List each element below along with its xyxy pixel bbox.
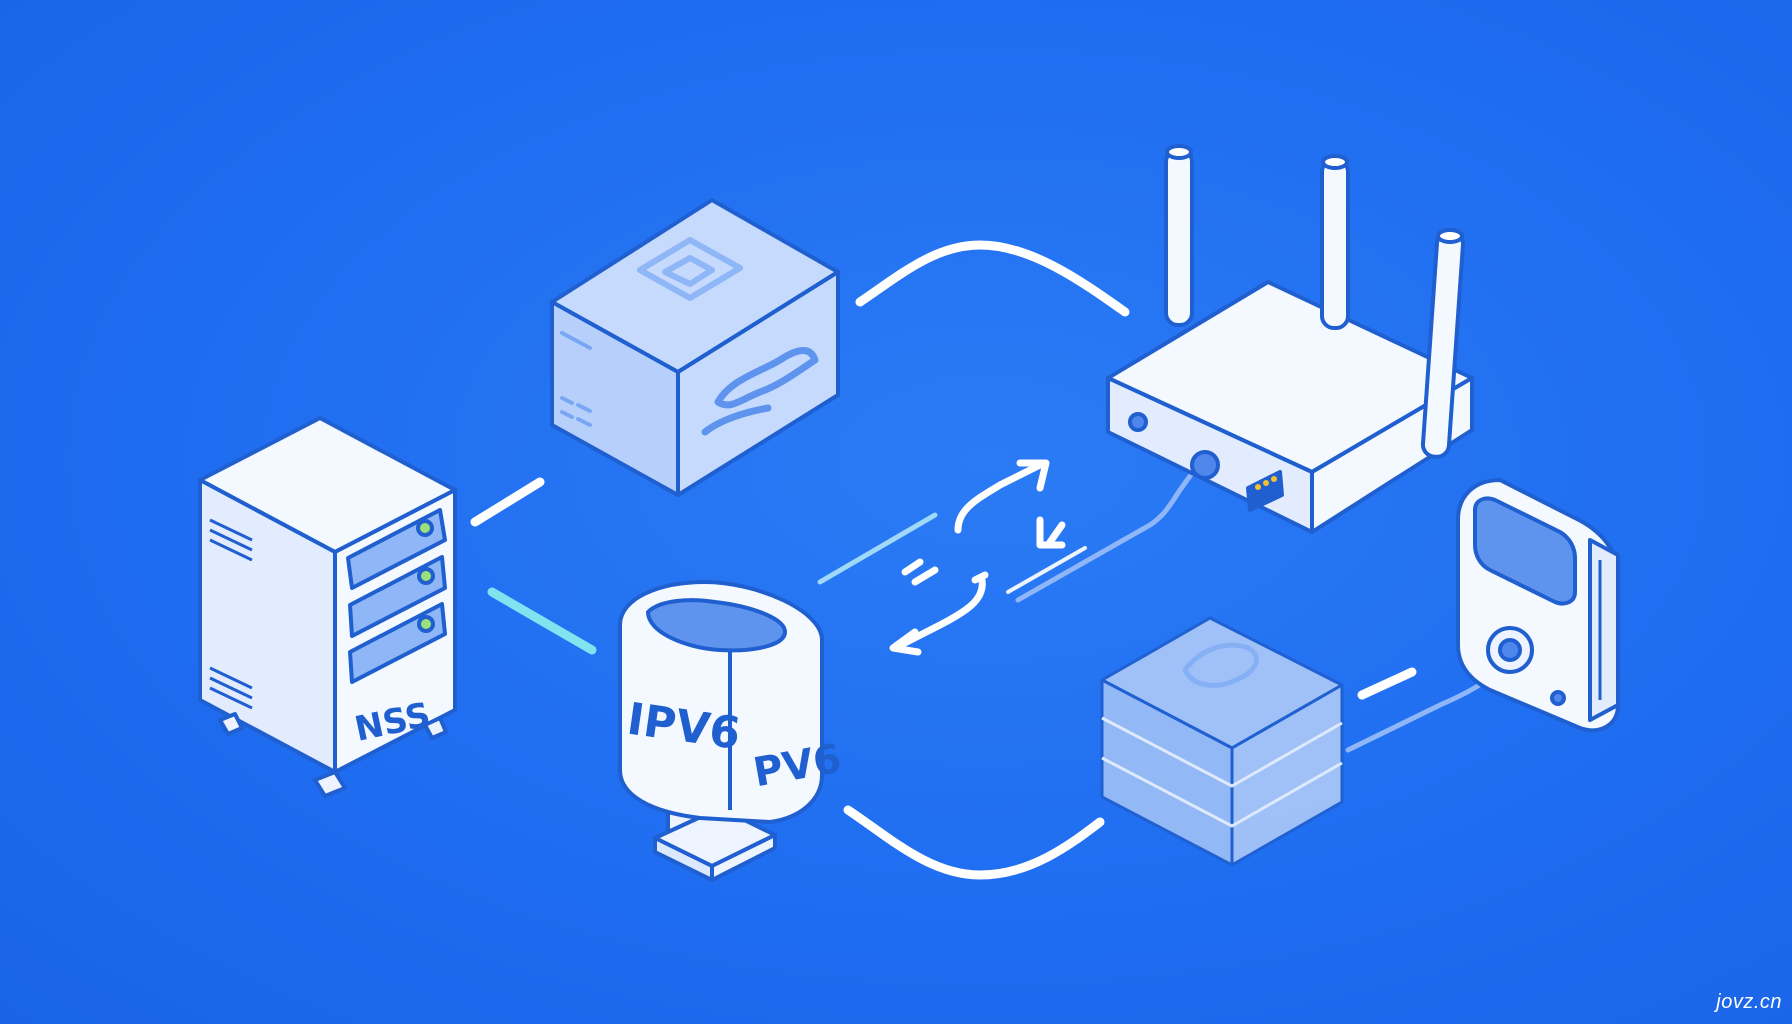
link-terminal-to-storage xyxy=(848,810,1100,875)
wifi-router-icon xyxy=(1108,0,1472,532)
storage-stack-icon xyxy=(1102,618,1342,865)
ipv6-terminal-icon: IPV6 PV6 xyxy=(620,582,845,880)
watermark-text: jovz.cn xyxy=(1716,991,1782,1014)
link-center-left xyxy=(820,515,935,582)
modem-device-icon xyxy=(1458,480,1618,730)
package-box-icon xyxy=(552,200,838,495)
link-server-to-terminal xyxy=(492,592,592,650)
antenna-middle xyxy=(1322,160,1348,328)
link-server-to-box xyxy=(475,482,540,522)
antenna-left xyxy=(1166,150,1192,325)
link-storage-to-modem xyxy=(1362,672,1412,695)
server-tower-icon: NSS xyxy=(200,418,455,796)
exchange-arrows-icon xyxy=(893,463,1085,652)
link-box-to-router xyxy=(860,245,1125,312)
cable-router xyxy=(1018,462,1200,600)
